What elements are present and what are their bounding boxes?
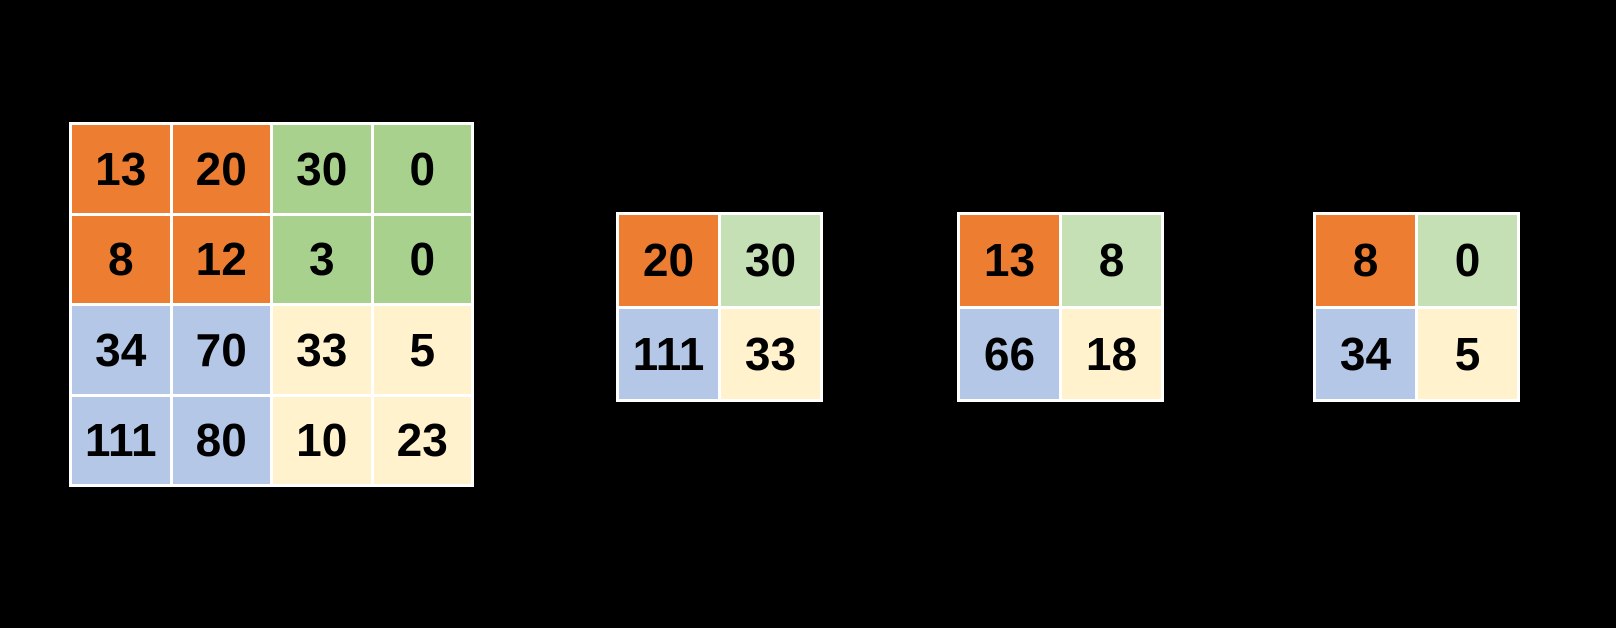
- input-cell: 12: [172, 215, 270, 303]
- pooled-cell: 8: [1316, 215, 1415, 306]
- input-cell: 70: [172, 306, 270, 394]
- input-cell: 13: [72, 125, 170, 213]
- pooled-cell: 8: [1062, 215, 1161, 306]
- input-matrix: 13 20 30 0 8 12 3 0 34 70 33 5 111 80 10…: [69, 122, 474, 487]
- input-cell: 33: [273, 306, 371, 394]
- pooled-cell: 30: [721, 215, 820, 306]
- input-cell: 10: [273, 396, 371, 484]
- input-cell: 8: [72, 215, 170, 303]
- pooled-cell: 34: [1316, 308, 1415, 399]
- input-cell: 0: [373, 215, 471, 303]
- pooled-cell: 33: [721, 308, 820, 399]
- pooled-matrix-1: 20 30 111 33: [616, 212, 823, 402]
- input-cell: 3: [273, 215, 371, 303]
- pooled-cell: 111: [619, 308, 718, 399]
- pooled-matrix-2: 13 8 66 18: [957, 212, 1164, 402]
- pooled-matrix-3: 8 0 34 5: [1313, 212, 1520, 402]
- input-cell: 30: [273, 125, 371, 213]
- input-cell: 0: [373, 125, 471, 213]
- pooled-cell: 20: [619, 215, 718, 306]
- pooled-cell: 18: [1062, 308, 1161, 399]
- input-cell: 111: [72, 396, 170, 484]
- input-cell: 34: [72, 306, 170, 394]
- pooled-cell: 13: [960, 215, 1059, 306]
- pooled-cell: 66: [960, 308, 1059, 399]
- input-cell: 5: [373, 306, 471, 394]
- input-cell: 23: [373, 396, 471, 484]
- pooled-cell: 0: [1418, 215, 1517, 306]
- pooled-cell: 5: [1418, 308, 1517, 399]
- input-cell: 20: [172, 125, 270, 213]
- input-cell: 80: [172, 396, 270, 484]
